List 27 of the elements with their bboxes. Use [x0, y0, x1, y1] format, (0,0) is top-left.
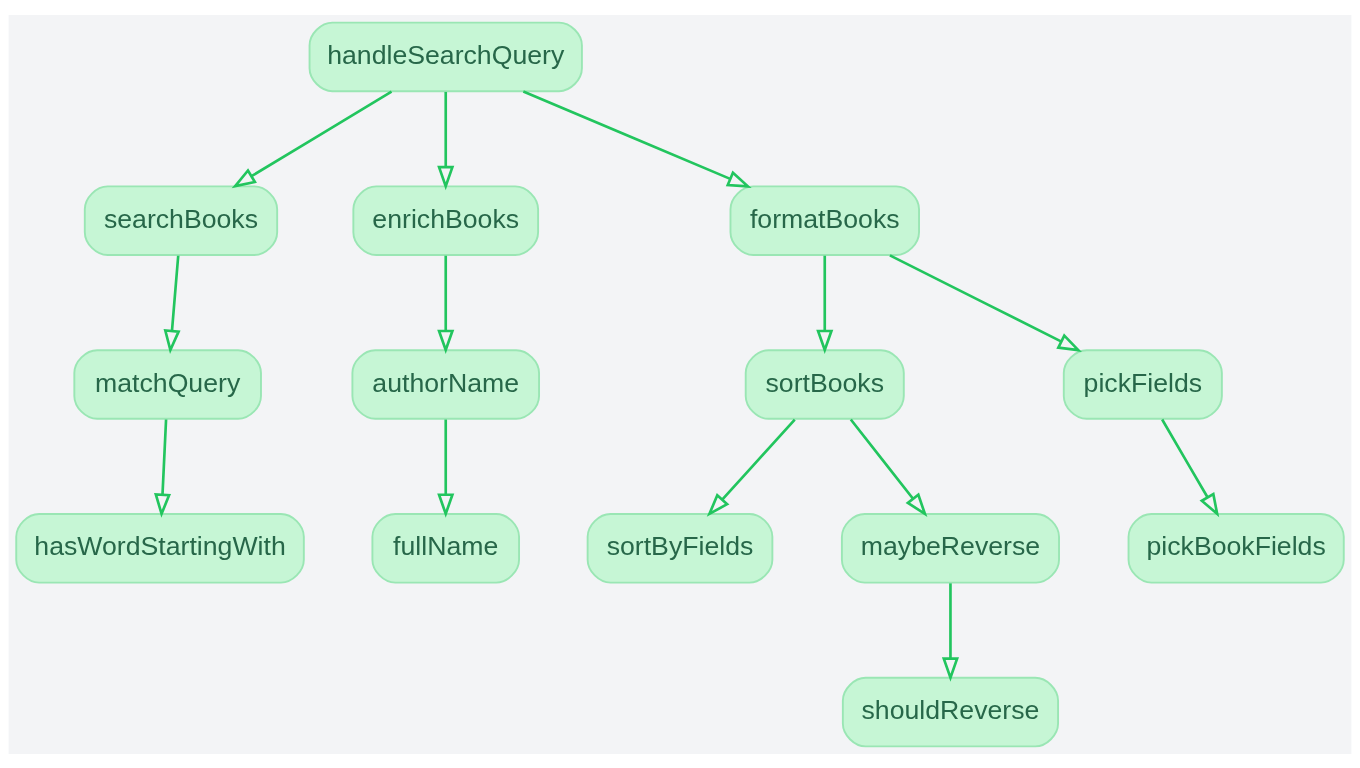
node-box: shouldReverse — [841, 676, 1059, 747]
node-box: formatBooks — [729, 184, 920, 256]
node-box: pickFields — [1062, 348, 1223, 420]
arrow — [163, 255, 181, 354]
node-box: hasWordStartingWith — [15, 512, 305, 584]
node-box: handleSearchQuery — [308, 21, 583, 92]
arrow — [849, 418, 928, 517]
arrow — [706, 418, 796, 517]
arrow — [231, 89, 393, 188]
node-box: matchQuery — [73, 348, 262, 420]
arrow — [154, 419, 172, 518]
arrow — [941, 582, 959, 682]
node-box: enrichBooks — [352, 184, 540, 256]
node-box: authorName — [351, 348, 540, 420]
arrow — [437, 419, 455, 518]
arrow — [522, 89, 752, 188]
node-box: fullName — [371, 512, 520, 584]
arrow — [816, 255, 834, 354]
node-box: sortByFields — [586, 512, 774, 584]
arrow — [437, 255, 455, 354]
node-box: maybeReverse — [840, 512, 1060, 584]
arrow — [1161, 418, 1220, 517]
node-box: sortBooks — [744, 348, 905, 420]
node-box: searchBooks — [83, 184, 279, 256]
arrow — [437, 91, 455, 190]
node-box: pickBookFields — [1127, 512, 1345, 584]
arrow — [889, 253, 1082, 352]
